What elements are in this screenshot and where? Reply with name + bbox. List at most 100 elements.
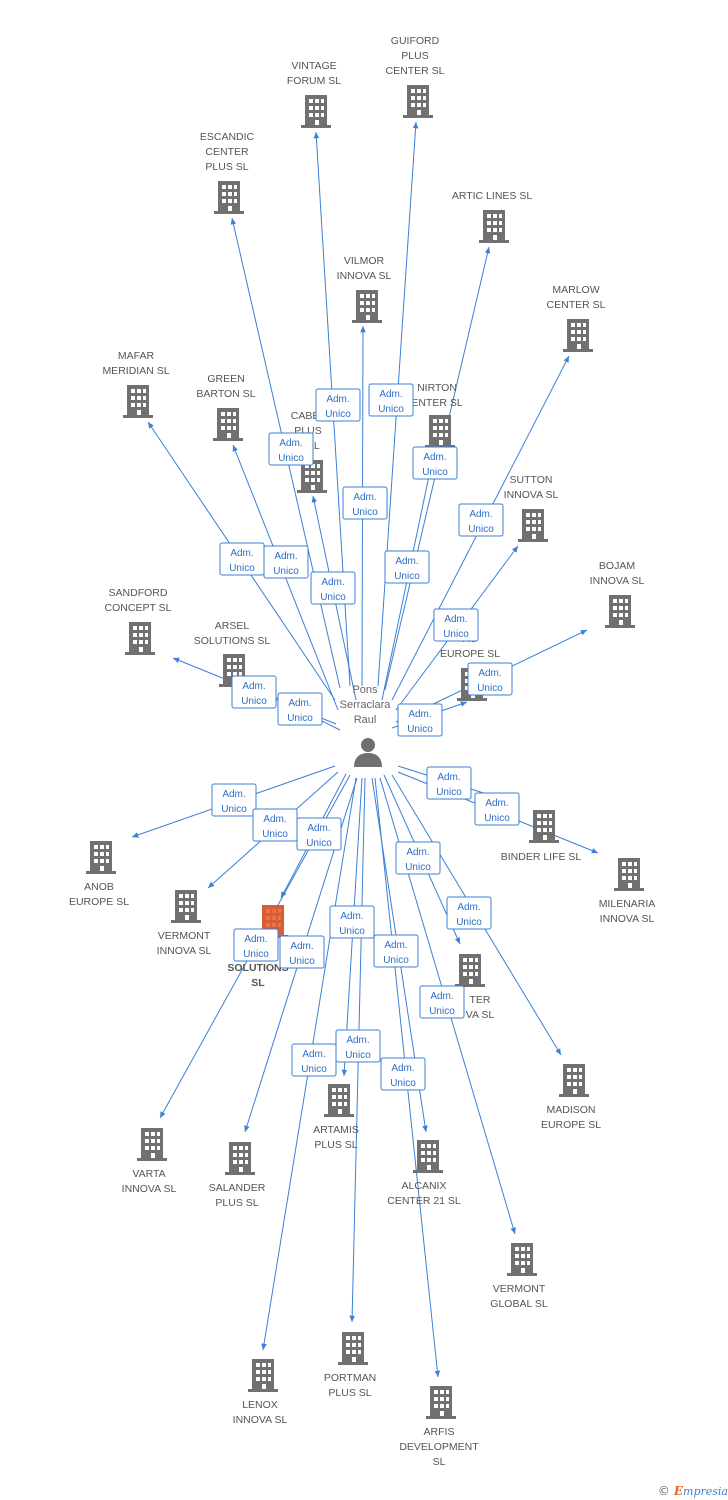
company-label: VA SL bbox=[466, 1009, 495, 1021]
company-label: CENTER bbox=[205, 146, 249, 158]
company-label: GUIFORD bbox=[391, 35, 440, 47]
brand-logo-rest: mpresia bbox=[683, 1485, 728, 1498]
role-badge[interactable]: Adm.Unico bbox=[433, 608, 479, 642]
company-node-vermont_global[interactable]: VERMONT GLOBAL SL bbox=[490, 1243, 548, 1310]
role-badge-box bbox=[373, 934, 419, 968]
company-label: INNOVA SL bbox=[157, 945, 212, 957]
company-label: EUROPE SL bbox=[440, 648, 500, 660]
role-badge[interactable]: Adm.Unico bbox=[395, 841, 441, 875]
role-badge-text: Unico bbox=[436, 787, 462, 798]
role-badge[interactable]: Adm.Unico bbox=[446, 896, 492, 930]
company-label: MARLOW bbox=[552, 284, 599, 296]
role-badge[interactable]: Adm.Unico bbox=[277, 692, 323, 726]
role-badge-box bbox=[233, 928, 279, 962]
role-badge[interactable]: Adm.Unico bbox=[279, 935, 325, 969]
company-label: FORUM SL bbox=[287, 75, 341, 87]
role-badge-text: Adm. bbox=[353, 492, 376, 503]
role-badge-text: Unico bbox=[407, 724, 433, 735]
role-badge[interactable]: Adm.Unico bbox=[342, 486, 388, 520]
role-badge[interactable]: Adm.Unico bbox=[426, 766, 472, 800]
role-badge-text: Adm. bbox=[346, 1035, 369, 1046]
company-label: ANOB bbox=[84, 881, 114, 893]
role-badge-text: Unico bbox=[378, 404, 404, 415]
role-badge[interactable]: Adm.Unico bbox=[419, 985, 465, 1019]
role-badge[interactable]: Adm.Unico bbox=[373, 934, 419, 968]
role-badge[interactable]: Adm. Unico bbox=[397, 703, 443, 737]
building-icon bbox=[352, 290, 382, 323]
role-badge[interactable]: Adm.Unico bbox=[219, 542, 265, 576]
role-badge[interactable]: Adm.Unico bbox=[315, 388, 361, 422]
company-label: SALANDER bbox=[209, 1182, 266, 1194]
role-badge-text: Adm. bbox=[222, 789, 245, 800]
company-label: ENTER SL bbox=[411, 397, 463, 409]
company-node-binder[interactable]: BINDER LIFE SL bbox=[501, 810, 582, 863]
role-badge-text: Adm. bbox=[457, 902, 480, 913]
building-icon bbox=[563, 319, 593, 352]
role-badge-box bbox=[426, 766, 472, 800]
building-icon bbox=[125, 622, 155, 655]
role-badge[interactable]: Adm.Unico bbox=[310, 571, 356, 605]
company-label: VILMOR bbox=[344, 255, 385, 267]
role-badge[interactable]: Adm.Unico bbox=[384, 550, 430, 584]
role-badge[interactable]: Adm.Unico bbox=[252, 808, 298, 842]
role-badge[interactable]: Adm.Unico bbox=[296, 817, 342, 851]
company-node-artic[interactable]: ARTIC LINES SL bbox=[452, 190, 532, 243]
role-badge[interactable]: Adm.Unico bbox=[231, 675, 277, 709]
role-badge-box bbox=[368, 383, 414, 417]
role-badge[interactable]: Adm.Unico bbox=[458, 503, 504, 537]
role-badge-text: Unico bbox=[477, 683, 503, 694]
role-badge[interactable]: Adm.Unico bbox=[335, 1029, 381, 1063]
role-badge-text: Adm. bbox=[408, 709, 431, 720]
role-badge-text: Unico bbox=[229, 563, 255, 574]
role-badge[interactable]: Adm.Unico bbox=[467, 662, 513, 696]
role-badge-box bbox=[380, 1057, 426, 1091]
role-badge[interactable]: Adm.Unico bbox=[380, 1057, 426, 1091]
company-label: VERMONT bbox=[493, 1283, 546, 1295]
center-person[interactable]: Pons Serraclara Raul bbox=[340, 684, 392, 767]
company-label: SOLUTIONS bbox=[227, 962, 288, 974]
building-icon bbox=[559, 1064, 589, 1097]
role-badge[interactable]: Adm.Unico bbox=[268, 432, 314, 466]
role-badge[interactable]: Adm.Unico bbox=[474, 792, 520, 826]
company-label: GLOBAL SL bbox=[490, 1298, 548, 1310]
building-icon bbox=[86, 841, 116, 874]
role-badge[interactable]: Adm.Unico bbox=[412, 446, 458, 480]
role-badge[interactable]: Adm.Unico bbox=[233, 928, 279, 962]
role-badge[interactable]: Adm.Unico bbox=[263, 545, 309, 579]
role-badge[interactable]: Adm.Unico bbox=[291, 1043, 337, 1077]
role-badge[interactable]: Adm.Unico bbox=[211, 783, 257, 817]
building-icon bbox=[301, 95, 331, 128]
role-badge[interactable]: Adm.Unico bbox=[368, 383, 414, 417]
role-badge-text: Unico bbox=[306, 838, 332, 849]
building-icon bbox=[248, 1359, 278, 1392]
role-badge[interactable]: Adm.Unico bbox=[329, 905, 375, 939]
role-badge-text: Adm. bbox=[279, 438, 302, 449]
role-badge-text: Adm. bbox=[430, 991, 453, 1002]
role-badge-text: Adm. bbox=[244, 934, 267, 945]
company-label: BARTON SL bbox=[196, 388, 255, 400]
